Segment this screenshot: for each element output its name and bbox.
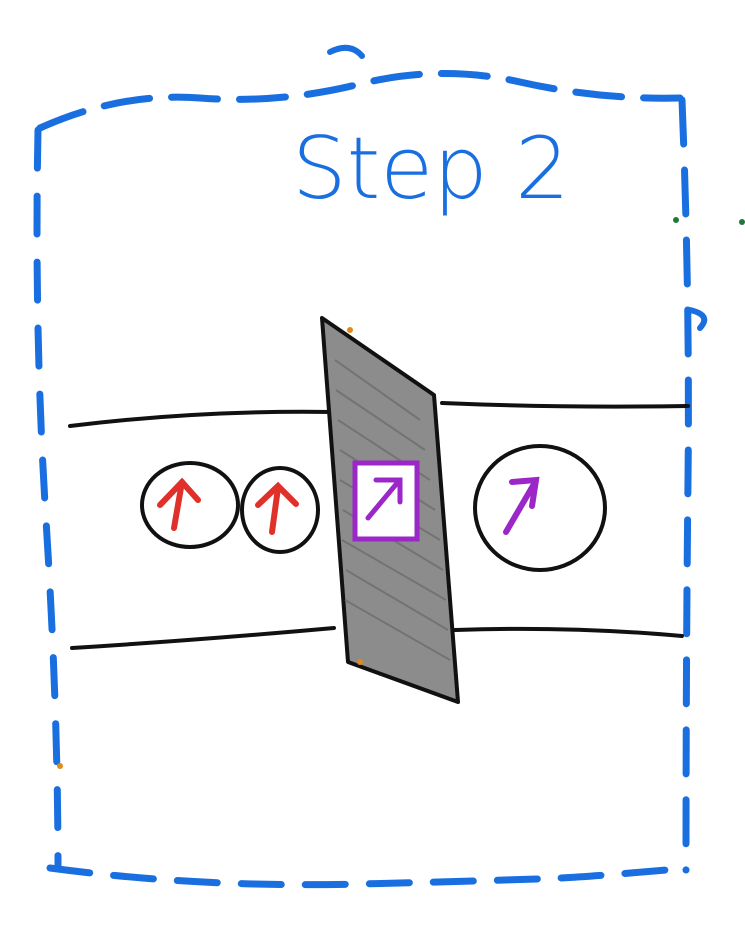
particle-circle-1	[140, 461, 240, 549]
diagonal-arrow-icon	[503, 476, 540, 535]
orange-dot	[57, 763, 63, 769]
diagonal-arrow-icon	[365, 477, 403, 521]
orange-dot	[357, 659, 363, 665]
particle-circle-3	[473, 444, 607, 572]
top-wall-right	[440, 401, 690, 409]
green-mark	[739, 219, 745, 225]
particle-circle-2	[240, 466, 320, 554]
bottom-wall-left	[70, 626, 336, 650]
diagram-title: Step 2	[292, 119, 570, 219]
up-arrow-icon	[255, 481, 299, 535]
orange-dot	[347, 327, 353, 333]
particle-square-in-barrier	[352, 460, 420, 542]
up-arrow-icon	[157, 477, 201, 531]
top-wall-left	[68, 409, 334, 428]
channel-walls	[68, 401, 690, 650]
green-dot	[673, 217, 679, 223]
dashed-frame	[33, 44, 708, 889]
bottom-wall-right	[453, 626, 684, 638]
